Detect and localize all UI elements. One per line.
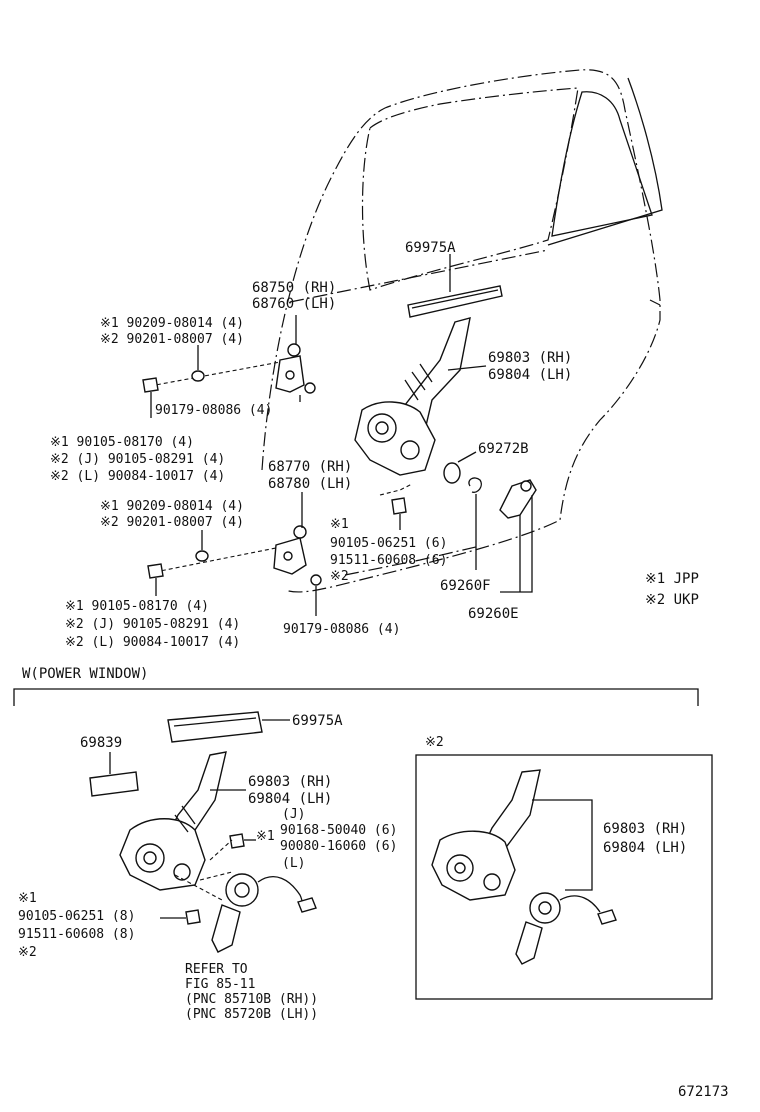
label-bolt-upper-a1: ※1 90105-08170 (4)	[50, 435, 194, 450]
bolt-path-lower	[154, 547, 277, 573]
label-handle: 69260E	[468, 606, 519, 622]
label-refer-1: REFER TO	[185, 962, 248, 977]
label-regulator-bolt-2: 91511-60608 (6)	[330, 553, 447, 568]
leader-inset-regulator	[532, 799, 593, 891]
washer-upper	[191, 370, 205, 382]
label-pw-bolt-l: (L)	[282, 856, 305, 871]
label-regulator-lh: 69804 (LH)	[488, 367, 572, 383]
label-bolt-upper-a2: ※2 (J) 90105-08291 (4)	[50, 452, 225, 467]
label-refer-3: (PNC 85710B (RH))	[185, 992, 318, 1007]
label-snap-ring: 69260F	[440, 578, 491, 594]
washer-lower	[195, 550, 209, 562]
upper-hinge-part	[275, 343, 316, 394]
label-regulator-bolt-1: 90105-06251 (6)	[330, 536, 447, 551]
label-refer-2: FIG 85-11	[185, 977, 255, 992]
leader-handle	[500, 495, 533, 593]
label-hinge-upper-lh: 68760 (LH)	[252, 296, 336, 312]
window-regulator-part	[354, 317, 471, 476]
bolt-path-regulator-lower	[344, 545, 481, 576]
label-pw-stopper: 69839	[80, 735, 122, 751]
leader-grommet	[457, 451, 477, 463]
label-hinge-lower-rh: 68770 (RH)	[268, 459, 352, 475]
pw-trim-strip-part	[167, 711, 263, 743]
leader-regulator	[447, 365, 487, 371]
inset-regulator-part	[431, 769, 617, 965]
section-title-power-window: W(POWER WINDOW)	[22, 666, 148, 682]
label-inset-regulator-lh: 69804 (LH)	[603, 840, 687, 856]
pw-regulator-bolt	[229, 833, 245, 849]
lower-hinge-part	[273, 525, 322, 586]
bolt-lower	[147, 563, 164, 579]
label-hinge-upper-rh: 68750 (RH)	[252, 280, 336, 296]
snap-ring-part	[468, 477, 482, 493]
label-grommet: 69272B	[478, 441, 529, 457]
pw-motor-bolt	[185, 909, 201, 925]
bolt-path-regulator	[379, 483, 413, 496]
label-bolt-upper-jpp: ※1 90209-08014 (4)	[100, 316, 244, 331]
label-pw-regulator-lh: 69804 (LH)	[248, 791, 332, 807]
label-bolt-lower-a2: ※2 (J) 90105-08291 (4)	[65, 617, 240, 632]
label-trim-strip: 69975A	[405, 240, 456, 256]
door-outline	[261, 69, 663, 593]
label-bolt-lower-ukp: ※2 90201-08007 (4)	[100, 515, 244, 530]
window-handle-part	[499, 479, 537, 519]
inset-box	[415, 754, 713, 1000]
label-regulator-bolt-mark1: ※1	[330, 517, 349, 532]
label-pw-motor-mark2: ※2	[18, 945, 37, 960]
label-pw-motor-bolt-1: 90105-06251 (8)	[18, 909, 135, 924]
motor-bolt-path	[174, 871, 233, 901]
label-bolt-upper-ukp: ※2 90201-08007 (4)	[100, 332, 244, 347]
label-legend-jpp: ※1 JPP	[645, 571, 699, 587]
label-pw-bolt-mark: ※1	[256, 829, 275, 844]
label-regulator-bolt-mark2: ※2	[330, 569, 349, 584]
label-pw-trim-strip: 69975A	[292, 713, 343, 729]
label-pw-regulator-rh: 69803 (RH)	[248, 774, 332, 790]
label-inset-regulator-rh: 69803 (RH)	[603, 821, 687, 837]
label-bolt-lower-a1: ※1 90105-08170 (4)	[65, 599, 209, 614]
label-bolt-lower-a3: ※2 (L) 90084-10017 (4)	[65, 635, 240, 650]
label-inset-mark: ※2	[425, 735, 444, 750]
label-pw-bolt-1: 90168-50040 (6)	[280, 823, 397, 838]
label-pw-bolt-2: 90080-16060 (6)	[280, 839, 397, 854]
trim-strip-part	[407, 285, 503, 318]
section-bracket	[13, 688, 699, 706]
label-nut-upper: 90179-08086 (4)	[155, 403, 272, 418]
bolt-upper	[142, 377, 159, 393]
bolt-path-pw	[209, 839, 233, 861]
label-pw-motor-mark1: ※1	[18, 891, 37, 906]
bolt-path-upper	[149, 361, 281, 387]
label-bolt-upper-a3: ※2 (L) 90084-10017 (4)	[50, 469, 225, 484]
label-pw-motor-bolt-2: 91511-60608 (8)	[18, 927, 135, 942]
label-regulator-rh: 69803 (RH)	[488, 350, 572, 366]
label-legend-ukp: ※2 UKP	[645, 592, 699, 608]
label-refer-4: (PNC 85720B (LH))	[185, 1007, 318, 1022]
regulator-bolt	[391, 497, 407, 515]
label-pw-bolt-j: (J)	[282, 807, 305, 822]
pw-motor-part	[211, 873, 317, 953]
figure-number: 672173	[678, 1084, 729, 1100]
pw-stopper-part	[89, 771, 139, 797]
label-bolt-lower-jpp: ※1 90209-08014 (4)	[100, 499, 244, 514]
grommet-part	[443, 462, 461, 484]
label-nut-lower: 90179-08086 (4)	[283, 622, 400, 637]
label-hinge-lower-lh: 68780 (LH)	[268, 476, 352, 492]
